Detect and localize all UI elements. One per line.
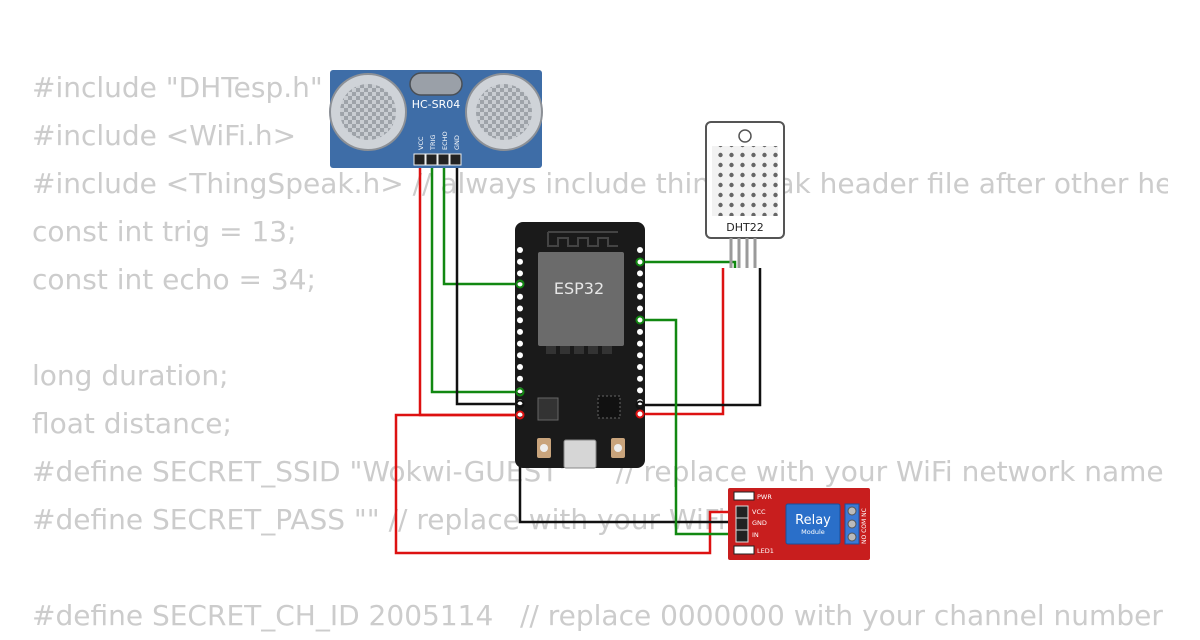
- code-line: const int echo = 34;: [32, 263, 316, 296]
- esp32-pins-right: [637, 247, 643, 417]
- esp32-pins-left: [517, 247, 523, 417]
- dht22-pins: [729, 238, 757, 268]
- esp32-pin: [637, 258, 643, 265]
- esp32-pin: [517, 352, 523, 359]
- relay-pwr-label: PWR: [757, 493, 772, 501]
- dht22-mount-hole: [738, 129, 752, 143]
- relay-block: [785, 503, 841, 545]
- esp32-pin: [637, 387, 643, 394]
- relay-pin-gnd-label: GND: [752, 519, 767, 527]
- code-line: #define SECRET_CH_ID 2005114 // replace …: [32, 599, 1163, 632]
- esp32-label: ESP32: [554, 279, 604, 298]
- esp32-pin: [637, 340, 643, 347]
- wire-dht-gnd: [640, 268, 762, 407]
- esp32-pin: [637, 410, 643, 417]
- esp32-pin: [637, 375, 643, 382]
- esp32-pin: [517, 293, 523, 300]
- esp32-pin: [517, 258, 523, 265]
- esp32-usb-chip: [597, 395, 621, 419]
- relay-terminal: [844, 503, 860, 545]
- relay-block-label: Relay: [795, 513, 831, 528]
- esp32-pin: [637, 270, 643, 277]
- esp32-regulator: [537, 397, 559, 421]
- code-line: #define SECRET_PASS "" // replace with y…: [32, 503, 868, 536]
- wire-relay-vcc: [394, 413, 736, 555]
- esp32-board[interactable]: ESP32: [515, 222, 645, 469]
- esp32-pin: [517, 247, 523, 253]
- code-line: #include <WiFi.h>: [32, 119, 297, 152]
- transducer-right: [465, 73, 543, 151]
- esp32-pin: [637, 328, 643, 335]
- wire-hcsr04-trig: [430, 160, 520, 394]
- esp32-pin: [517, 364, 523, 370]
- esp32-pin: [637, 247, 643, 253]
- hc-sr04-pin-header: [413, 153, 462, 166]
- dht22-label: DHT22: [726, 221, 763, 234]
- hc-sr04-pin-trig-label: TRIG: [429, 135, 437, 151]
- esp32-pin: [517, 317, 523, 324]
- relay-led1-label: LED1: [757, 547, 774, 555]
- relay-pin-header: [735, 505, 749, 543]
- esp32-pin: [637, 352, 643, 359]
- hc-sr04-crystal: [409, 72, 463, 96]
- relay-terminal-label: NO COM NC: [861, 508, 868, 544]
- code-line: #include "DHTesp.h": [32, 71, 323, 104]
- esp32-buttons: [537, 438, 625, 458]
- esp32-module-shield: [538, 252, 624, 346]
- hc-sr04-pin-vcc-label: VCC: [417, 136, 425, 150]
- esp32-pin: [637, 282, 643, 289]
- esp32-pin: [517, 328, 523, 335]
- code-line: #include <ThingSpeak.h> // always includ…: [32, 167, 1168, 200]
- code-background: #include "DHTesp.h" #include <WiFi.h> #inc…: [32, 64, 1168, 640]
- dht22-grille: [712, 146, 778, 216]
- code-line: #define SECRET_SSID "Wokwi-GUEST" // rep…: [32, 455, 1164, 488]
- dht22-sensor[interactable]: DHT22: [705, 121, 785, 268]
- pin-connection-dots: [515, 257, 645, 420]
- relay-led1: [733, 545, 755, 555]
- esp32-pin: [637, 293, 643, 300]
- relay-pwr-led: [733, 491, 755, 501]
- relay-block-sublabel: Module: [801, 528, 825, 536]
- esp32-antenna: [547, 231, 618, 247]
- wire-dht-data: [640, 260, 737, 268]
- transducer-left: [329, 73, 407, 151]
- esp32-pin: [517, 270, 523, 277]
- code-line: const int trig = 13;: [32, 215, 297, 248]
- esp32-pin: [637, 305, 643, 312]
- esp32-pin: [637, 317, 643, 324]
- wire-hcsr04-vcc: [418, 160, 520, 417]
- relay-pin-vcc-label: VCC: [752, 508, 766, 516]
- hc-sr04-label: HC-SR04: [412, 98, 461, 111]
- hc-sr04-sensor[interactable]: HC-SR04 VCC TRIG ECHO GND: [329, 70, 543, 168]
- code-line: long duration;: [32, 359, 229, 392]
- wire-dht-vcc: [640, 268, 725, 416]
- relay-pin-in-label: IN: [752, 531, 759, 539]
- wire-relay-in: [640, 318, 736, 536]
- esp32-pin: [517, 375, 523, 382]
- esp32-pin: [517, 305, 523, 312]
- hc-sr04-pin-echo-label: ECHO: [441, 131, 449, 150]
- esp32-pin: [517, 340, 523, 347]
- code-line: float distance;: [32, 407, 232, 440]
- wire-hcsr04-echo: [442, 160, 520, 286]
- wire-hcsr04-gnd: [455, 160, 520, 406]
- esp32-pin: [637, 364, 643, 370]
- esp32-usb-port: [563, 439, 597, 469]
- relay-module[interactable]: VCC GND IN PWR LED1 Relay Module NO COM …: [728, 488, 870, 560]
- hc-sr04-pin-gnd-label: GND: [453, 135, 461, 150]
- esp32-castellations: [546, 346, 612, 354]
